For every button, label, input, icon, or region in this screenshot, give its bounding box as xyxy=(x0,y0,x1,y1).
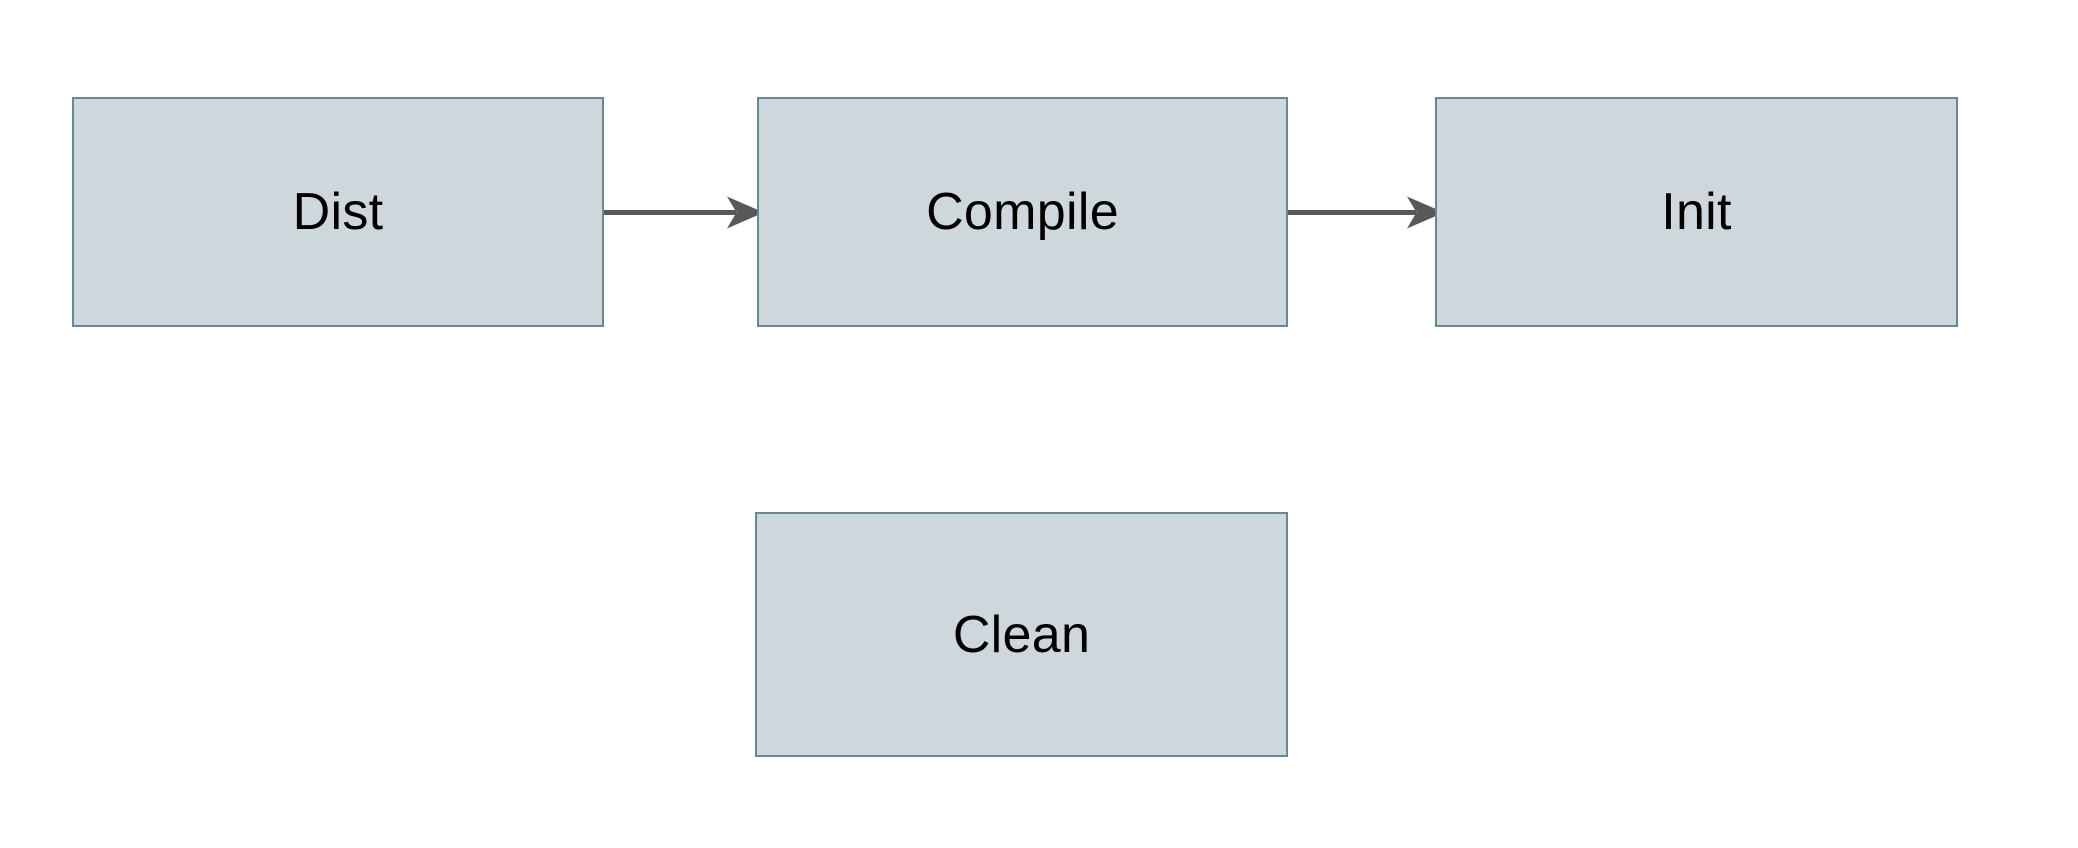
edge-compile-to-init xyxy=(1288,196,1444,229)
node-clean-label: Clean xyxy=(952,605,1091,664)
node-dist[interactable]: Dist xyxy=(72,97,604,327)
edge-dist-to-compile xyxy=(604,196,764,229)
node-compile-label: Compile xyxy=(926,183,1119,241)
node-init-label: Init xyxy=(1661,183,1732,241)
node-init[interactable]: Init xyxy=(1435,97,1958,327)
node-dist-label: Dist xyxy=(292,183,384,241)
node-clean[interactable]: Clean xyxy=(755,512,1288,757)
node-compile[interactable]: Compile xyxy=(757,97,1288,327)
